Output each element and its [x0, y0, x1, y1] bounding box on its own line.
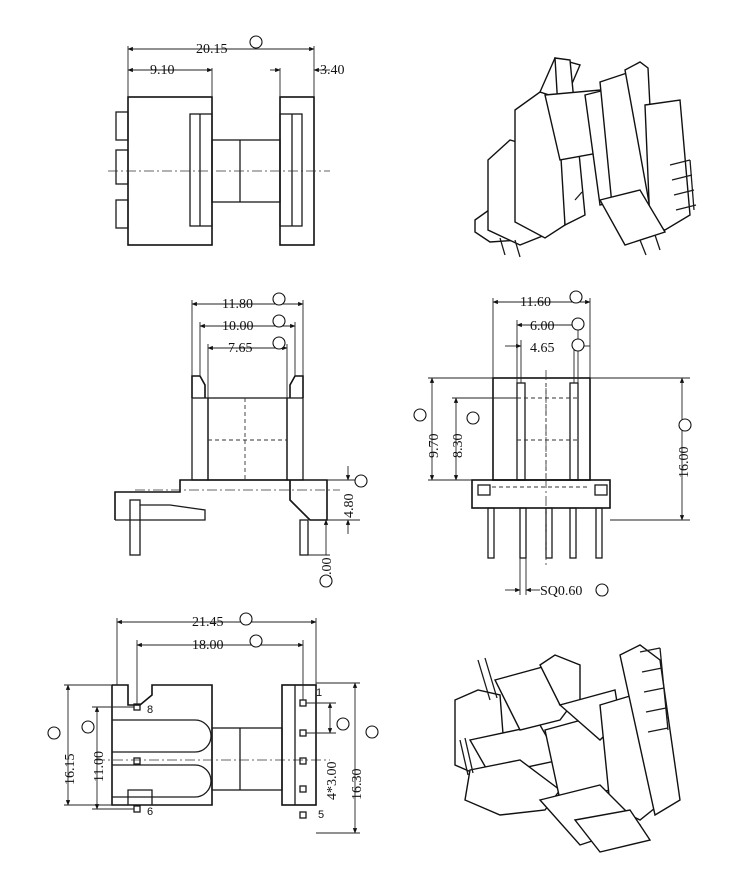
isometric-view-bottom — [454, 644, 681, 853]
top-view: 20.15 9.10 3.40 — [108, 35, 345, 246]
dim-side-600: 6.00 — [530, 319, 555, 334]
dim-side-1160: 11.60 — [520, 295, 551, 310]
dim-side-970: 9.70 — [427, 434, 442, 459]
isometric-view-top — [474, 57, 697, 258]
pin-1-label: 1 — [316, 687, 322, 699]
side-view: 11.60 6.00 4.65 9.70 8.30 16.00 SQ0. — [413, 290, 692, 599]
bottom-view: 8 6 1 5 21.45 18.00 16.15 1 — [47, 612, 379, 834]
dim-bottom-pitch: 4*3.00 — [325, 762, 340, 801]
front-view: 11.80 10.00 7.65 4.80 2.00 — [114, 292, 368, 588]
dim-bottom-1100: 11.00 — [92, 751, 107, 782]
pin-6-label: 6 — [147, 806, 153, 818]
dim-bottom-1800: 18.00 — [192, 638, 224, 653]
dim-side-1600: 16.00 — [677, 447, 692, 479]
dim-top-left: 9.10 — [150, 63, 175, 78]
dim-bottom-1630: 16.30 — [350, 769, 365, 801]
dim-top-overall: 20.15 — [196, 42, 228, 57]
dim-front-1180: 11.80 — [222, 297, 253, 312]
dim-side-830: 8.30 — [451, 434, 466, 459]
dim-side-465: 4.65 — [530, 341, 555, 356]
dim-top-right: 3.40 — [320, 63, 345, 78]
dim-bottom-1615: 16.15 — [63, 754, 78, 786]
pin-8-label: 8 — [147, 704, 153, 716]
dim-front-1000: 10.00 — [222, 319, 254, 334]
pin-5-label: 5 — [318, 809, 324, 821]
dim-side-pin: SQ0.60 — [540, 584, 582, 599]
dim-bottom-2145: 21.45 — [192, 615, 224, 630]
dim-front-765: 7.65 — [228, 341, 253, 356]
dim-front-480: 4.80 — [342, 494, 357, 519]
